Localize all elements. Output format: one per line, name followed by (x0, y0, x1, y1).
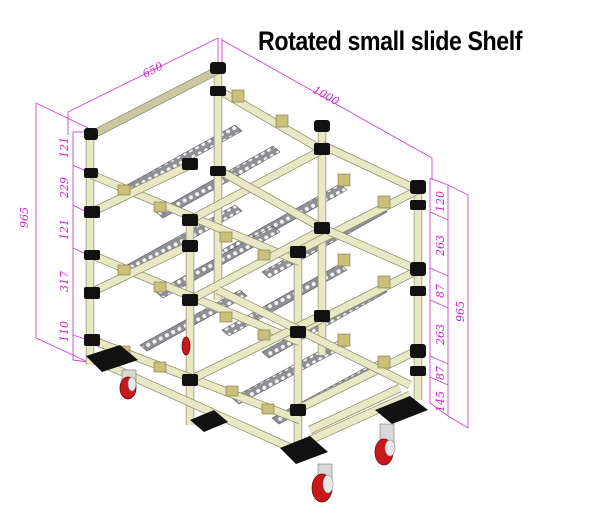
dim-left-seg-5: 110 (58, 321, 71, 342)
caster-back-right (374, 423, 396, 466)
drawing-title: Rotated small slide Shelf (258, 26, 523, 56)
dim-left-seg-4: 317 (58, 271, 71, 292)
dim-left-seg-3: 121 (58, 219, 71, 240)
dimension-lines (35, 37, 469, 429)
dim-right-seg-4: 263 (434, 324, 447, 346)
dim-right-total-label: 965 (454, 301, 467, 322)
roller-tracks (117, 124, 388, 425)
dim-right-seg-1: 120 (434, 191, 447, 212)
dim-right-seg-6: 145 (434, 391, 447, 412)
dim-right-seg-3: 87 (434, 284, 447, 298)
dim-depth-label: 650 (140, 60, 165, 81)
caster-plates (86, 345, 428, 464)
dim-right-seg-5: 87 (434, 366, 447, 380)
caster-front-right (311, 463, 334, 503)
caster-front-left (119, 369, 137, 400)
caster-back-left (181, 336, 191, 356)
pipe-joints (84, 62, 426, 416)
dim-left-seg-1: 121 (58, 137, 71, 158)
dim-left-seg-2: 229 (58, 177, 71, 199)
dim-left-total-label: 965 (18, 207, 31, 228)
dim-right-seg-2: 263 (434, 235, 447, 257)
dim-width-label: 1000 (311, 83, 342, 108)
